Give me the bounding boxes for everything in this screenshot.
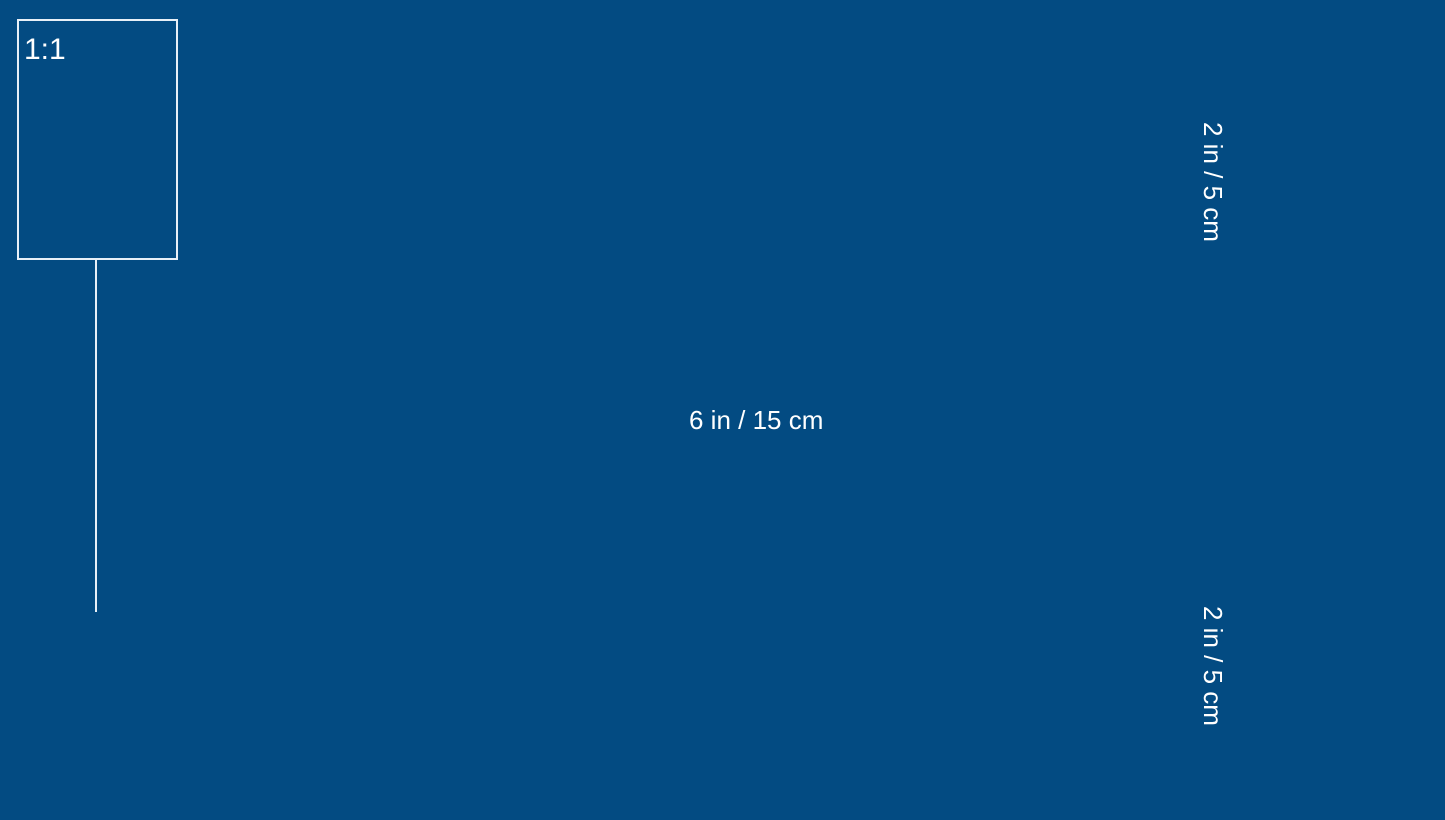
scale-label: 1:1 <box>24 33 66 66</box>
length-label: 6 in / 15 cm <box>689 405 824 435</box>
side-view-height-label: 2 in / 5 cm <box>1198 606 1228 726</box>
scale-reference-box: 1:1 <box>17 19 178 260</box>
scale-connector-line <box>95 260 97 612</box>
top-view-width-label: 2 in / 5 cm <box>1198 122 1228 242</box>
